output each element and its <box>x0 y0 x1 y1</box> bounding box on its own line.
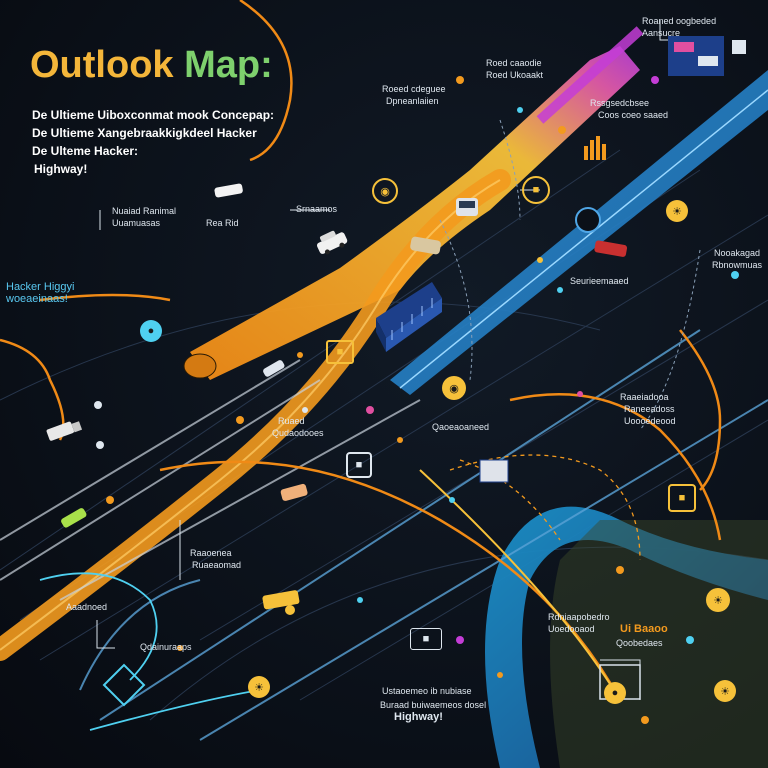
network-nodes <box>94 76 739 724</box>
bus-icon <box>456 198 478 216</box>
office-building-icon <box>376 282 442 352</box>
map-label: Raaoenea <box>190 548 232 558</box>
side-label-line-2: woeaeinaas! <box>6 293 68 305</box>
map-label: Seurieemaaed <box>570 276 629 286</box>
map-label: Coos coeo saaed <box>598 110 669 120</box>
map-label: Aaadnoed <box>66 602 108 612</box>
map-label: Qudaodooes <box>272 428 324 438</box>
station-icon <box>479 459 509 483</box>
map-label: Uuamuasas <box>112 218 161 228</box>
map-label: Ruaed <box>278 416 305 426</box>
map-label: Raaeiadooa <box>620 392 669 402</box>
map-label: Rbnowmuas <box>712 260 763 270</box>
map-label: Aansucre <box>642 28 681 38</box>
bottom-label-line-3: Highway! <box>394 711 443 723</box>
map-label: Rea Rid <box>206 218 239 228</box>
map-label: Nuaiad Ranimal <box>112 206 177 216</box>
subtitle-line-2: De Ultieme Xangebraakkigkdeel Hacker <box>32 126 257 140</box>
blue-river <box>485 506 768 768</box>
lightbulb-icon[interactable]: ☀ <box>248 676 270 698</box>
bus-icon[interactable]: ■ <box>326 340 354 364</box>
card-icon[interactable]: ■ <box>668 484 696 512</box>
map-label: Roaned oogbeded <box>642 16 717 26</box>
pin-icon[interactable]: ● <box>604 682 626 704</box>
truck-icon <box>262 590 300 610</box>
subtitle-line-1: De Ultieme Uiboxconmat mook Concepap: <box>32 108 275 122</box>
car-icon <box>263 360 285 377</box>
car-icon <box>61 508 87 528</box>
map-label: Uoedooaod <box>548 624 595 634</box>
lightbulb-icon[interactable]: ● <box>140 320 162 342</box>
lightbulb-icon[interactable]: ◉ <box>372 178 398 204</box>
bar-chart-icon <box>584 136 606 160</box>
map-label: Uoooedeood <box>624 416 676 426</box>
title-part-2: Map: <box>184 44 273 86</box>
lightbulb-icon[interactable]: ☀ <box>706 588 730 612</box>
bottom-label-line-2: Buraad buiwaemeos dosel <box>380 700 487 710</box>
car-icon <box>214 183 243 198</box>
map-label: Qdainuraaps <box>140 642 192 652</box>
map-title: Outlook Map: <box>30 44 273 87</box>
car-icon <box>316 230 348 255</box>
subtitle-line-3: De Ulteme Hacker: <box>32 144 139 158</box>
map-label: Roeed cdeguee <box>382 84 446 94</box>
pin-icon[interactable]: ◉ <box>442 376 466 400</box>
map-label: Qaoeaoaneed <box>432 422 490 432</box>
map-label: Srnaamos <box>296 204 338 214</box>
lightbulb-icon[interactable]: ☀ <box>714 680 736 702</box>
car-icon <box>410 236 441 255</box>
map-label: Roed caaodie <box>486 58 542 68</box>
truck-icon[interactable]: ■ <box>346 452 372 478</box>
lightbulb-icon[interactable]: ☀ <box>666 200 688 222</box>
map-label: Raneeadoss <box>624 404 675 414</box>
blue-highway <box>390 70 768 395</box>
title-part-1: Outlook <box>30 44 185 86</box>
side-label-line-1: Hacker Higgyi <box>6 281 75 293</box>
map-label: Roed Ukoaakt <box>486 70 544 80</box>
map-label: Ui Baaoo <box>620 623 668 635</box>
map-label: Qoobedaes <box>616 638 663 648</box>
map-label: Nooakagad <box>714 248 761 258</box>
junction-icon <box>102 663 146 707</box>
map-label: Dpneanlaiien <box>386 96 439 106</box>
bus-icon[interactable]: ■ <box>522 176 550 204</box>
truck-icon <box>46 421 83 441</box>
map-label: Rdniaapobedro <box>548 612 610 622</box>
bottom-label-line-1: Ustaoemeo ib nubiase <box>382 686 472 696</box>
terminal-station-icon <box>668 36 746 76</box>
map-label: Ruaeaomad <box>192 560 242 570</box>
car-icon <box>594 240 628 257</box>
truck-icon[interactable]: ■ <box>410 628 442 650</box>
map-label: Rssgsedcbsee <box>590 98 650 108</box>
main-highway <box>190 46 640 380</box>
subtitle-line-4: Highway! <box>34 162 88 176</box>
car-icon <box>280 483 308 501</box>
